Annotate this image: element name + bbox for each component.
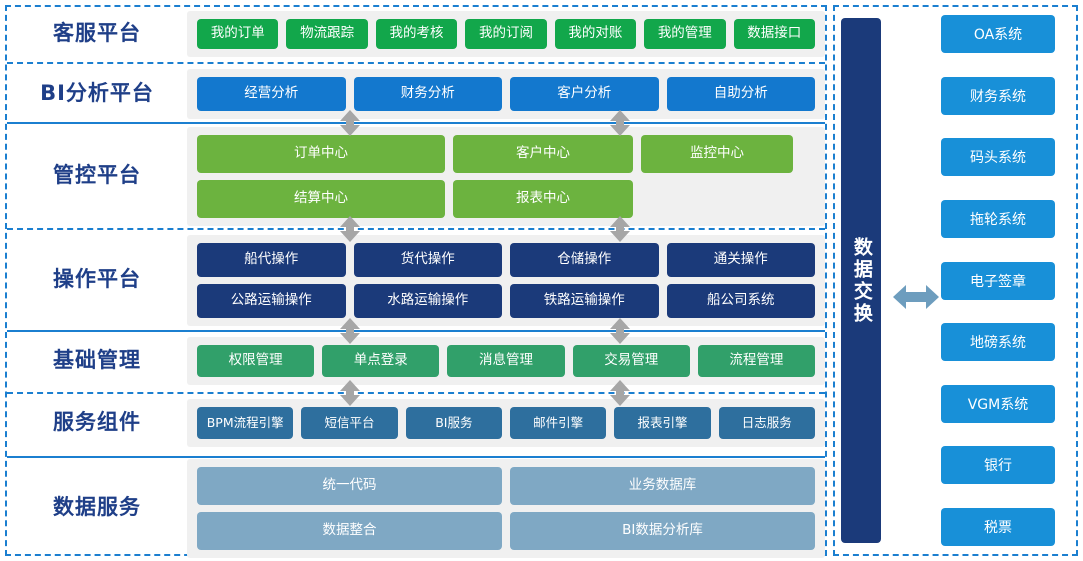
- chip-bpm-process-engine[interactable]: BPM流程引擎: [197, 407, 294, 439]
- external-systems-frame: [833, 5, 1078, 556]
- chip-data-interface[interactable]: 数据接口: [733, 19, 815, 49]
- separator-components-data: [7, 456, 825, 458]
- chip-warehouse-operation[interactable]: 仓储操作: [510, 242, 659, 277]
- panel-line: 我的订单 物流跟踪 我的考核 我的订阅 我的对账 我的管理 数据接口: [197, 19, 815, 49]
- chip-business-analysis[interactable]: 经营分析: [197, 77, 346, 111]
- panel-line: 结算中心 报表中心: [197, 179, 815, 218]
- chip-log-service[interactable]: 日志服务: [718, 407, 815, 439]
- vertical-double-arrow-icon: [609, 380, 631, 406]
- chip-road-transport-operation[interactable]: 公路运输操作: [197, 283, 346, 318]
- chip-shipping-company-system[interactable]: 船公司系统: [666, 283, 815, 318]
- band-label-bi-analysis: BI分析平台: [40, 81, 154, 106]
- chip-report-engine[interactable]: 报表引擎: [614, 407, 711, 439]
- band-basic-management: 基础管理 权限管理 单点登录 消息管理 交易管理 流程管理: [7, 337, 825, 385]
- chip-my-management[interactable]: 我的管理: [644, 19, 726, 49]
- band-label-control-platform: 管控平台: [53, 163, 141, 188]
- band-panel-basic-management: 权限管理 单点登录 消息管理 交易管理 流程管理: [187, 337, 825, 385]
- horizontal-double-arrow-icon: [893, 282, 939, 312]
- panel-line: 船代操作 货代操作 仓储操作 通关操作: [197, 242, 815, 277]
- separator-basic-components: [7, 392, 825, 394]
- vertical-double-arrow-icon: [339, 216, 361, 242]
- panel-line: 订单中心 客户中心 监控中心: [197, 134, 815, 173]
- external-system-e-signature[interactable]: 电子签章: [941, 261, 1055, 300]
- chip-settlement-center[interactable]: 结算中心: [197, 179, 445, 218]
- chip-report-center[interactable]: 报表中心: [453, 179, 633, 218]
- chip-financial-analysis[interactable]: 财务分析: [353, 77, 502, 111]
- chip-shipping-agency-operation[interactable]: 船代操作: [197, 242, 346, 277]
- chip-process-management[interactable]: 流程管理: [697, 345, 816, 377]
- chip-data-integration[interactable]: 数据整合: [197, 511, 502, 550]
- chip-order-center[interactable]: 订单中心: [197, 134, 445, 173]
- panel-line: BPM流程引擎 短信平台 BI服务 邮件引擎 报表引擎 日志服务: [197, 407, 815, 439]
- external-system-tugboat[interactable]: 拖轮系统: [941, 199, 1055, 238]
- panel-line: 公路运输操作 水路运输操作 铁路运输操作 船公司系统: [197, 283, 815, 318]
- separator-customer-bi: [7, 62, 825, 64]
- separator-operation-basic: [7, 330, 825, 332]
- chip-customer-center[interactable]: 客户中心: [453, 134, 633, 173]
- chip-bi-data-analysis-database[interactable]: BI数据分析库: [510, 511, 815, 550]
- chip-transaction-management[interactable]: 交易管理: [572, 345, 690, 377]
- chip-self-service-analysis[interactable]: 自助分析: [666, 77, 815, 111]
- band-panel-data-services: 统一代码 业务数据库 数据整合 BI数据分析库: [187, 458, 825, 558]
- chip-railway-transport-operation[interactable]: 铁路运输操作: [510, 283, 659, 318]
- panel-line: 数据整合 BI数据分析库: [197, 511, 815, 550]
- chip-permission-management[interactable]: 权限管理: [197, 345, 315, 377]
- external-systems-list: OA系统 财务系统 码头系统 拖轮系统 电子签章 地磅系统 VGM系统 银行 税…: [941, 15, 1055, 546]
- data-exchange-label: 数据交换: [850, 236, 873, 325]
- external-system-vgm[interactable]: VGM系统: [941, 384, 1055, 423]
- vertical-double-arrow-icon: [609, 110, 631, 136]
- band-service-components: 服务组件 BPM流程引擎 短信平台 BI服务 邮件引擎 报表引擎 日志服务: [7, 399, 825, 447]
- vertical-double-arrow-icon: [339, 318, 361, 344]
- panel-line: 经营分析 财务分析 客户分析 自助分析: [197, 77, 815, 111]
- chip-monitoring-center[interactable]: 监控中心: [641, 134, 793, 173]
- band-panel-control-platform: 订单中心 客户中心 监控中心 结算中心 报表中心: [187, 126, 825, 226]
- band-bi-analysis: BI分析平台 经营分析 财务分析 客户分析 自助分析: [7, 69, 825, 119]
- chip-sms-platform[interactable]: 短信平台: [301, 407, 398, 439]
- band-label-service-components: 服务组件: [53, 410, 141, 435]
- chip-my-reconciliation[interactable]: 我的对账: [554, 19, 637, 49]
- data-exchange-bar: 数据交换: [841, 18, 881, 543]
- external-system-finance[interactable]: 财务系统: [941, 76, 1055, 115]
- band-data-services: 数据服务 统一代码 业务数据库 数据整合 BI数据分析库: [7, 458, 825, 558]
- chip-customs-operation[interactable]: 通关操作: [666, 242, 815, 277]
- vertical-double-arrow-icon: [339, 380, 361, 406]
- external-system-tax-invoice[interactable]: 税票: [941, 508, 1055, 546]
- chip-customer-analysis[interactable]: 客户分析: [510, 77, 659, 111]
- chip-my-assessment[interactable]: 我的考核: [375, 19, 458, 49]
- chip-mail-engine[interactable]: 邮件引擎: [509, 407, 607, 439]
- panel-spacer: [641, 180, 815, 218]
- external-system-weighbridge[interactable]: 地磅系统: [941, 323, 1055, 362]
- chip-freight-forwarding-operation[interactable]: 货代操作: [353, 242, 502, 277]
- chip-waterway-transport-operation[interactable]: 水路运输操作: [353, 283, 502, 318]
- band-label-customer-service: 客服平台: [53, 21, 141, 46]
- band-label-basic-management: 基础管理: [53, 348, 141, 373]
- panel-line: 统一代码 业务数据库: [197, 466, 815, 505]
- separator-bi-control: [7, 122, 825, 124]
- chip-bi-service[interactable]: BI服务: [405, 407, 502, 439]
- band-panel-bi-analysis: 经营分析 财务分析 客户分析 自助分析: [187, 69, 825, 119]
- band-customer-service: 客服平台 我的订单 物流跟踪 我的考核 我的订阅 我的对账 我的管理 数据接口: [7, 10, 825, 58]
- separator-control-operation: [7, 228, 825, 230]
- vertical-double-arrow-icon: [609, 216, 631, 242]
- chip-my-orders[interactable]: 我的订单: [197, 19, 279, 49]
- chip-business-database[interactable]: 业务数据库: [510, 466, 815, 505]
- band-label-data-services: 数据服务: [53, 495, 141, 520]
- band-panel-customer-service: 我的订单 物流跟踪 我的考核 我的订阅 我的对账 我的管理 数据接口: [187, 11, 825, 57]
- panel-line: 权限管理 单点登录 消息管理 交易管理 流程管理: [197, 345, 816, 377]
- chip-single-sign-on[interactable]: 单点登录: [322, 345, 440, 377]
- vertical-double-arrow-icon: [609, 318, 631, 344]
- chip-logistics-tracking[interactable]: 物流跟踪: [286, 19, 368, 49]
- band-label-operation-platform: 操作平台: [53, 267, 141, 292]
- chip-my-subscription[interactable]: 我的订阅: [465, 19, 547, 49]
- band-operation-platform: 操作平台 船代操作 货代操作 仓储操作 通关操作 公路运输操作 水路运输操作 铁…: [7, 234, 825, 326]
- external-system-bank[interactable]: 银行: [941, 446, 1055, 485]
- external-system-terminal[interactable]: 码头系统: [941, 138, 1055, 177]
- band-control-platform: 管控平台 订单中心 客户中心 监控中心 结算中心 报表中心: [7, 126, 825, 226]
- band-panel-operation-platform: 船代操作 货代操作 仓储操作 通关操作 公路运输操作 水路运输操作 铁路运输操作…: [187, 234, 825, 326]
- chip-message-management[interactable]: 消息管理: [447, 345, 565, 377]
- chip-unified-code[interactable]: 统一代码: [197, 466, 502, 505]
- vertical-double-arrow-icon: [339, 110, 361, 136]
- external-system-oa[interactable]: OA系统: [941, 15, 1055, 53]
- band-panel-service-components: BPM流程引擎 短信平台 BI服务 邮件引擎 报表引擎 日志服务: [187, 399, 825, 447]
